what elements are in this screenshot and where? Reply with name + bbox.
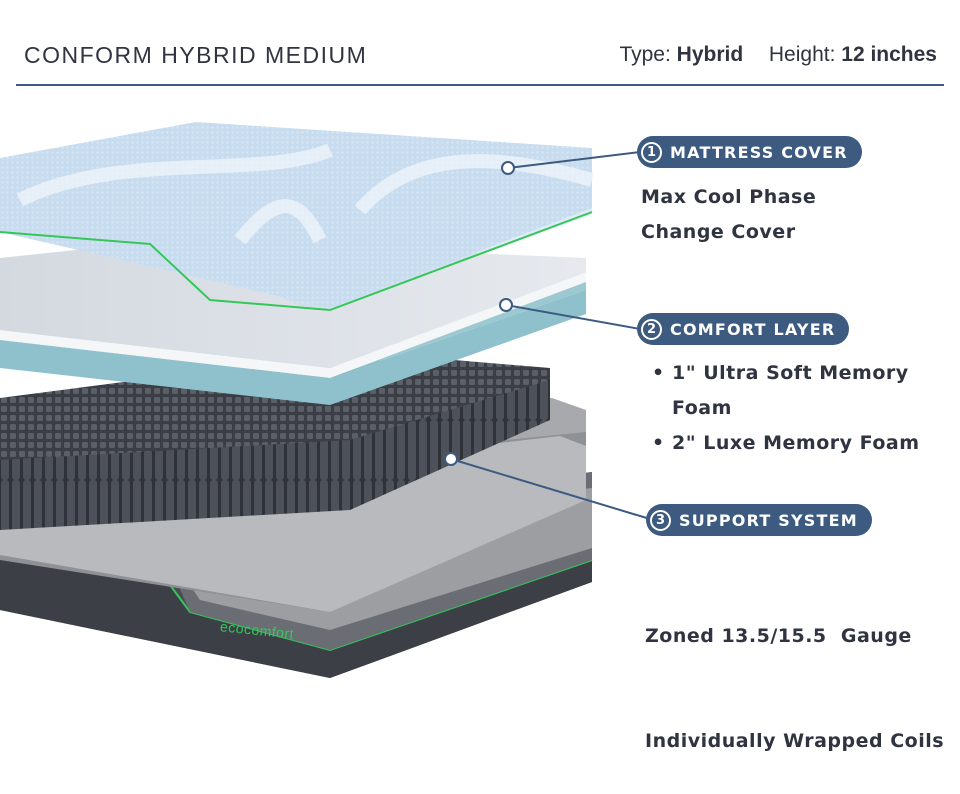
description-line: Individually Wrapped Coils	[645, 730, 945, 752]
comfort-layer	[0, 240, 586, 405]
label-support-system: 3 SUPPORT SYSTEM	[646, 504, 872, 536]
description-line: Max Cool Phase	[641, 186, 817, 208]
layer-name: COMFORT LAYER	[670, 319, 836, 339]
type-label: Type:	[619, 43, 671, 66]
mattress-cover-description: Max Cool Phase Change Cover	[641, 180, 816, 250]
header-divider	[16, 84, 944, 86]
callout-leaders	[444, 151, 651, 520]
layer-name: MATTRESS COVER	[670, 142, 848, 162]
page-title: CONFORM HYBRID MEDIUM	[24, 42, 368, 68]
support-system-description: Zoned 13.5/15.5 Gauge Individually Wrapp…	[645, 549, 944, 794]
type-value: Hybrid	[676, 43, 744, 66]
spec-summary: Type: Hybrid Height: 12 inches	[619, 43, 937, 67]
step-number: 3	[650, 509, 671, 531]
bullet-item: 1" Ultra Soft Memory Foam	[646, 356, 936, 426]
height-value: 12 inches	[841, 43, 937, 66]
height-label: Height:	[768, 43, 836, 66]
comfort-layer-description: 1" Ultra Soft Memory Foam 2" Luxe Memory…	[646, 356, 936, 461]
label-comfort-layer: 2 COMFORT LAYER	[637, 313, 850, 345]
pocket-coils	[0, 358, 550, 530]
layer-name: SUPPORT SYSTEM	[679, 510, 858, 530]
label-mattress-cover: 1 MATTRESS COVER	[637, 136, 862, 168]
step-number: 1	[641, 141, 662, 163]
bullet-item: 2" Luxe Memory Foam	[646, 426, 936, 461]
mattress-layers-illustration	[0, 122, 651, 678]
description-line: Change Cover	[641, 221, 796, 243]
step-number: 2	[641, 318, 662, 340]
description-line: Zoned 13.5/15.5 Gauge	[645, 625, 912, 647]
mattress-cover	[0, 122, 594, 312]
